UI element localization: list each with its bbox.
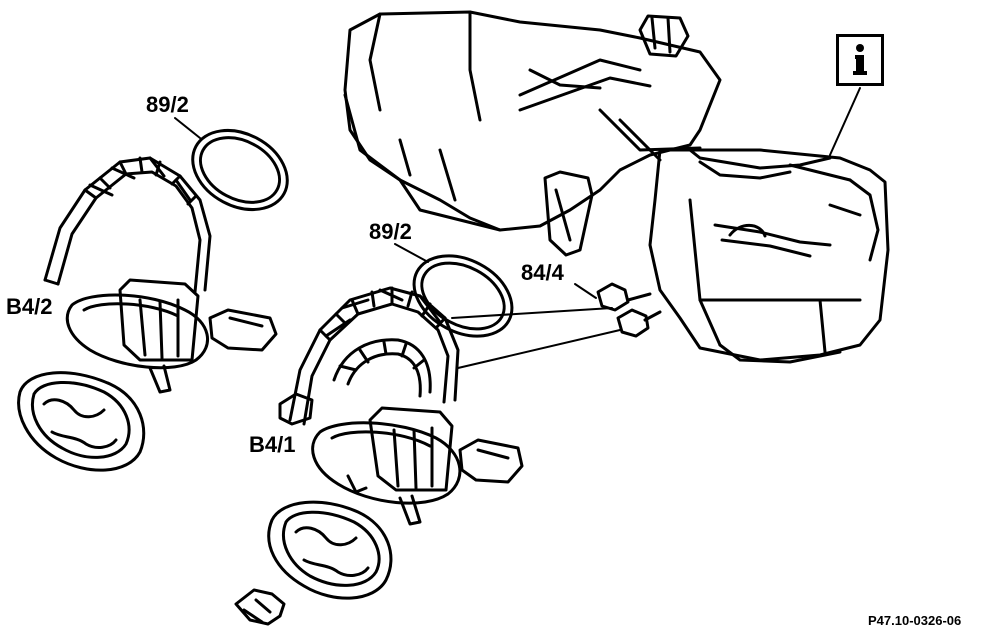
clamp-ring-left	[17, 371, 146, 472]
fuel-tank	[343, 10, 890, 364]
label-seal-middle: 89/2	[369, 219, 412, 244]
retaining-clip	[234, 588, 286, 626]
info-symbol-box	[836, 34, 884, 86]
clamp-ring-center	[267, 500, 393, 600]
info-icon	[853, 44, 867, 75]
seal-ring-upper	[191, 128, 289, 212]
label-sensor-center: B4/1	[249, 432, 296, 457]
leader-lines	[174, 87, 861, 369]
label-connector: 84/4	[521, 260, 564, 285]
fuel-sensor-left	[43, 156, 278, 394]
figure-code: P47.10-0326-06	[868, 613, 962, 628]
label-sensor-left: B4/2	[6, 294, 53, 319]
fuel-sensor-center	[278, 286, 524, 526]
label-seal-upper: 89/2	[146, 92, 189, 117]
seal-ring-middle	[412, 254, 514, 338]
